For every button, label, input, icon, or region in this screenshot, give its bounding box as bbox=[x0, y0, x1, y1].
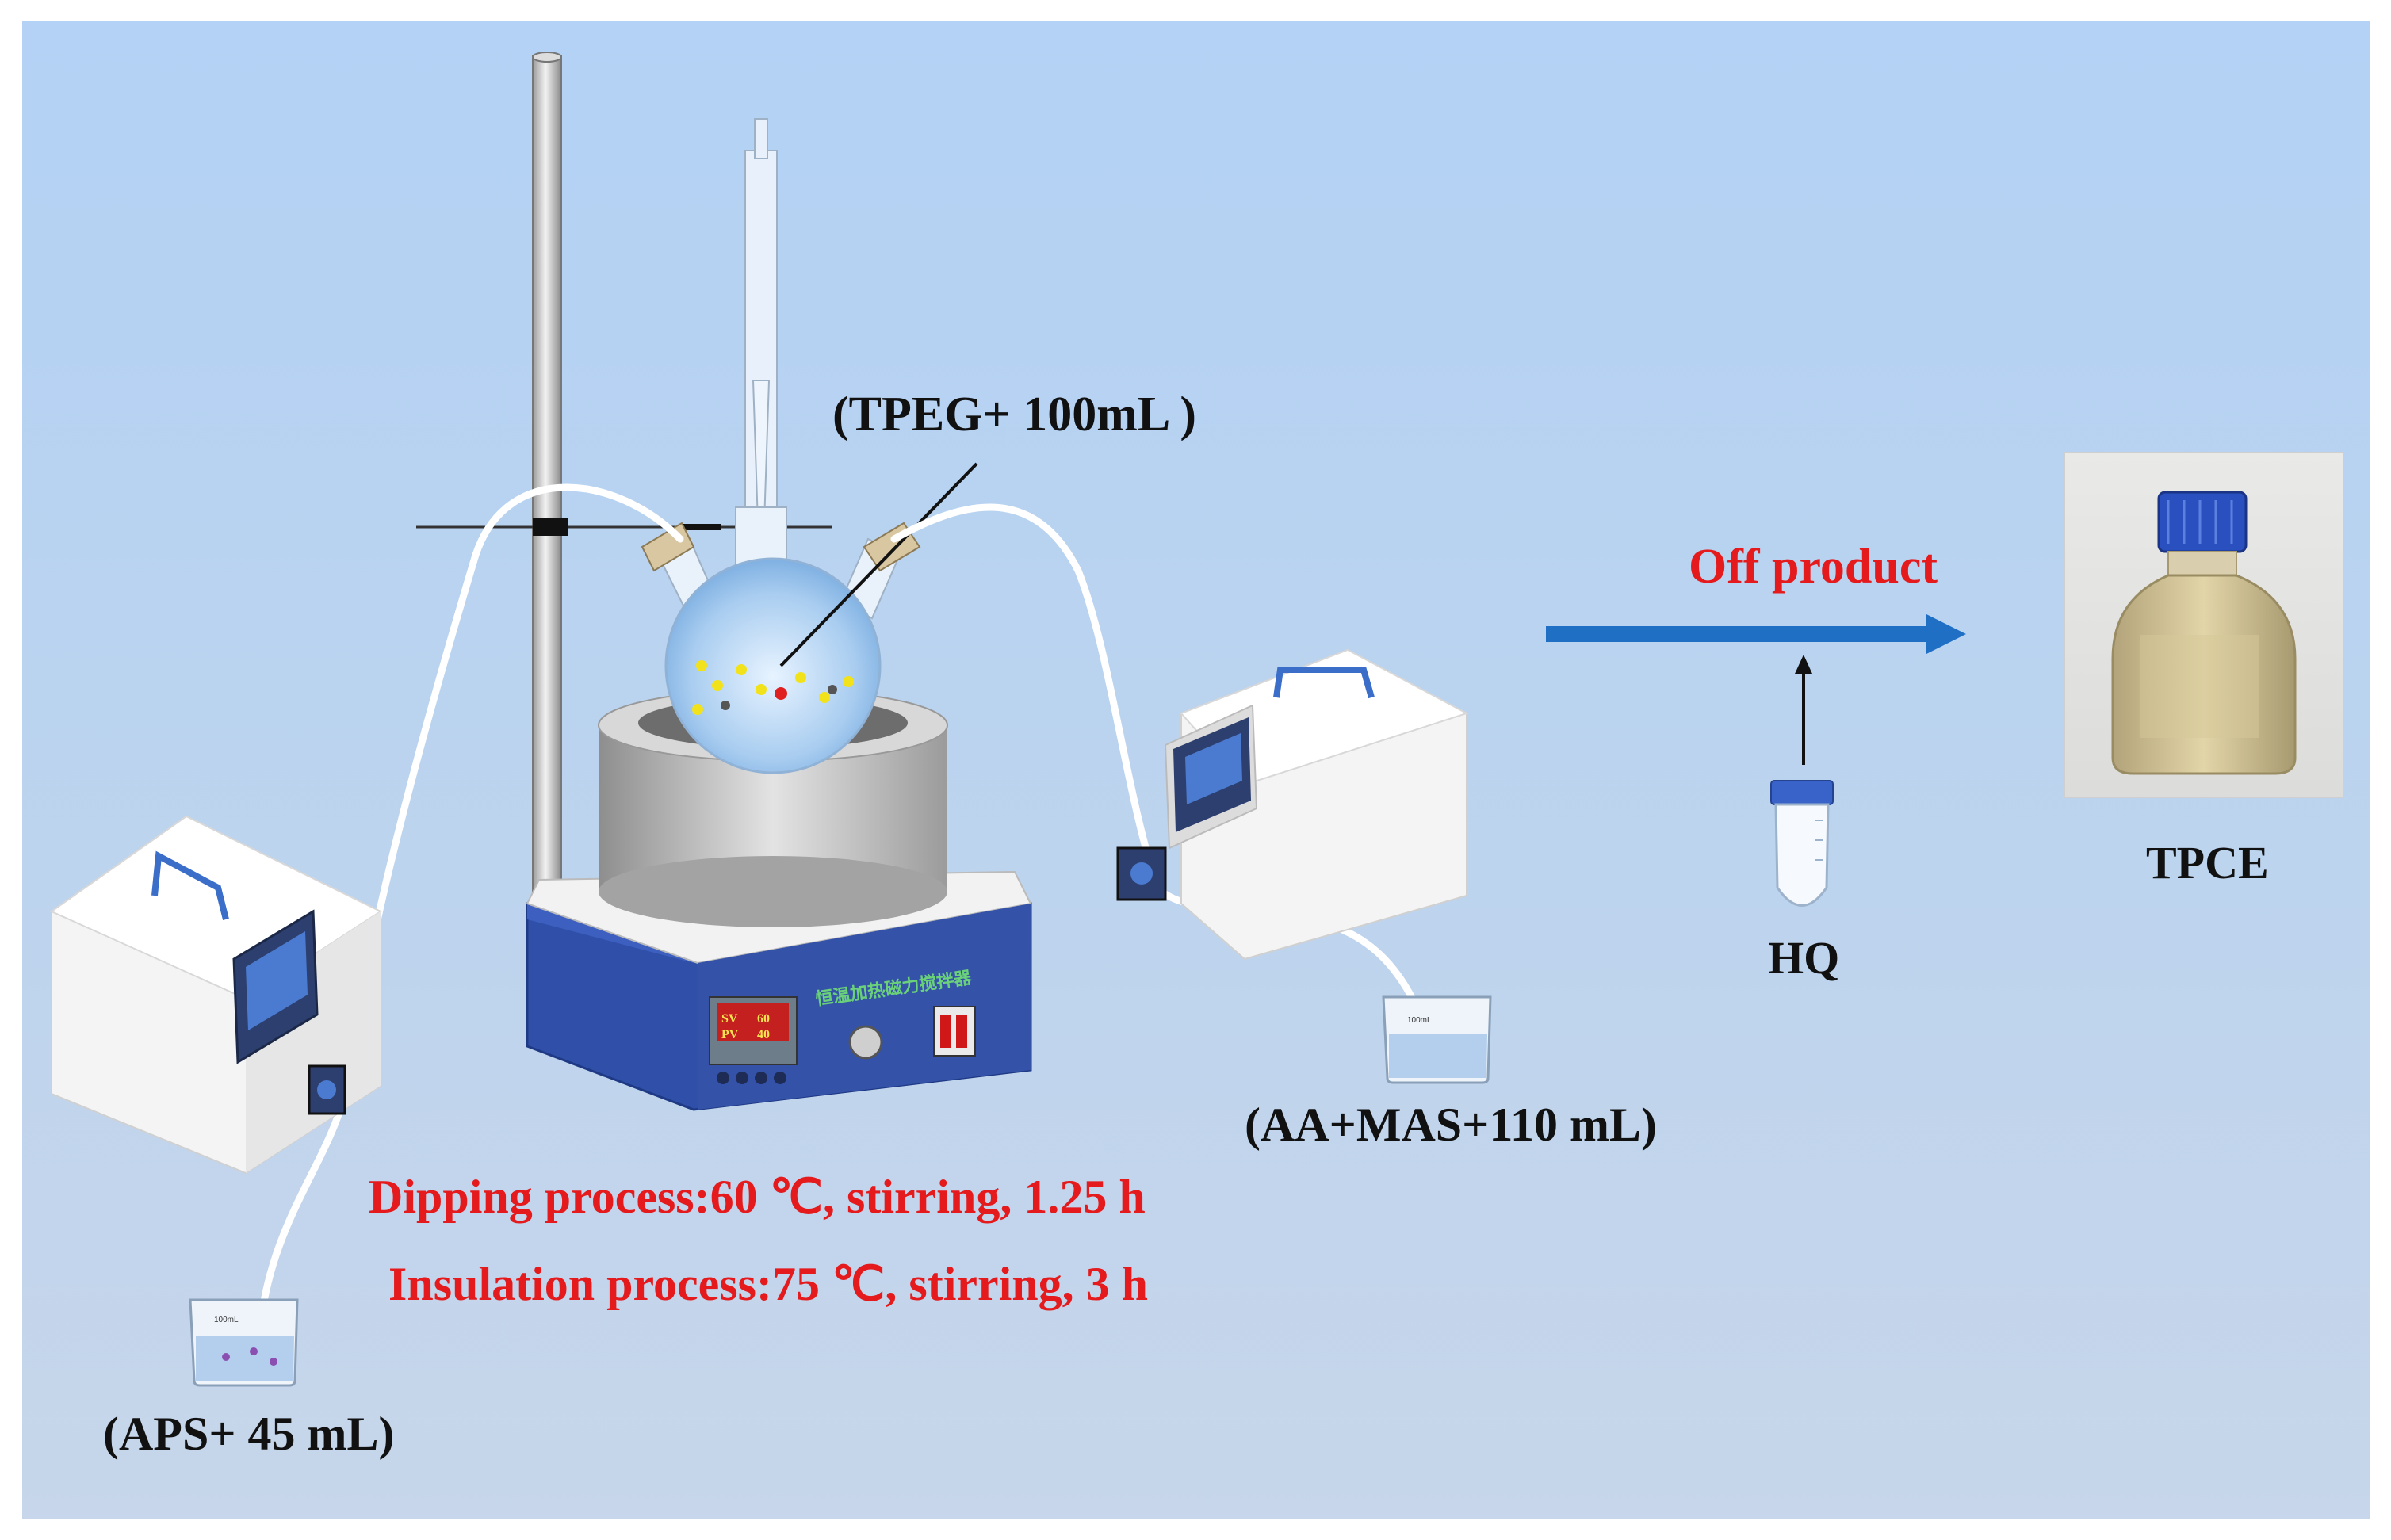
off-product-arrowhead bbox=[1926, 614, 1966, 654]
sv-label: SV bbox=[721, 1012, 738, 1026]
beaker-icon bbox=[1382, 995, 1492, 1084]
tpeg-label: (TPEG+ 100mL ) bbox=[832, 388, 1197, 441]
pv-value: 40 bbox=[757, 1028, 770, 1041]
dipping-process-label: Dipping process:60 ℃, stirring, 1.25 h bbox=[369, 1171, 1146, 1223]
insulation-process-label: Insulation process:75 ℃, stirring, 3 h bbox=[388, 1258, 1149, 1310]
round-bottom-flask-icon bbox=[641, 118, 921, 774]
beaker-marking: 100mL bbox=[214, 1316, 239, 1324]
centrifuge-tube-icon bbox=[1770, 780, 1834, 907]
peristaltic-pump-icon bbox=[1116, 648, 1469, 961]
sv-value: 60 bbox=[757, 1012, 770, 1026]
hq-label: HQ bbox=[1768, 932, 1840, 984]
off-product-label: Off product bbox=[1689, 540, 1938, 594]
beaker-icon bbox=[189, 1298, 299, 1387]
tpce-label: TPCE bbox=[2146, 837, 2269, 888]
reagent-bottle-icon bbox=[2111, 491, 2297, 775]
peristaltic-pump-icon bbox=[49, 815, 383, 1175]
pv-label: PV bbox=[721, 1028, 739, 1041]
aps-label: (APS+ 45 mL) bbox=[103, 1408, 395, 1460]
aa-mas-label: (AA+MAS+110 mL) bbox=[1245, 1099, 1658, 1151]
tpeg-pointer bbox=[779, 462, 978, 667]
product-photo bbox=[2064, 452, 2343, 798]
tube-left bbox=[258, 483, 684, 1320]
beaker-marking: 100mL bbox=[1407, 1016, 1432, 1025]
